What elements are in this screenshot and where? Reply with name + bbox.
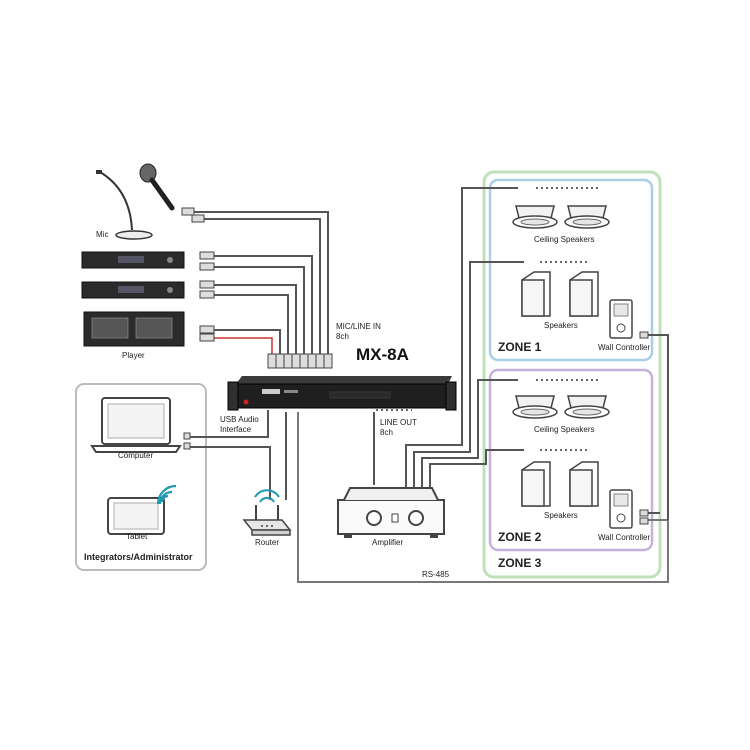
zone1-ceiling-speaker-1 xyxy=(512,205,558,229)
zone3-frame xyxy=(482,170,662,579)
zone1-wall-controller xyxy=(609,299,649,339)
zone1-ceiling-label: Ceiling Speakers xyxy=(534,235,595,244)
tablet-label: Tablet xyxy=(126,532,148,541)
signal-dots xyxy=(376,187,600,451)
cassette-player xyxy=(83,311,185,347)
cables xyxy=(184,187,669,583)
zone1-speaker-1 xyxy=(521,271,551,317)
player-label: Player xyxy=(122,351,145,360)
rs485-label: RS-485 xyxy=(422,570,450,579)
mixer-input-plugs xyxy=(267,353,333,369)
zone2-speaker-2 xyxy=(569,461,599,507)
router-wifi-icon xyxy=(254,489,280,503)
mx8a-mixer xyxy=(227,376,457,411)
zone2-speaker-1 xyxy=(521,461,551,507)
router-device xyxy=(242,505,292,536)
zone1-label: ZONE 1 xyxy=(498,340,542,354)
handheld-mic xyxy=(139,163,175,211)
zone2-wall-controller xyxy=(609,489,649,529)
amplifier-device xyxy=(337,487,445,538)
gooseneck-mic xyxy=(96,170,153,240)
zone2-speakers-label: Speakers xyxy=(544,511,578,520)
usb-audio-label-line2: Interface xyxy=(220,425,252,434)
router-label: Router xyxy=(255,538,280,547)
mic-line-in-label-line1: MIC/LINE IN xyxy=(336,322,381,331)
usb-audio-label: USB Audio Interface xyxy=(220,415,259,435)
player-rack-2 xyxy=(81,281,185,299)
zone2-frame xyxy=(488,368,654,552)
zone2-ceiling-label: Ceiling Speakers xyxy=(534,425,595,434)
zone1-controller-label: Wall Controller xyxy=(598,343,651,352)
amplifier-label: Amplifier xyxy=(372,538,404,547)
tablet-device xyxy=(107,497,165,535)
zone1-speakers-label: Speakers xyxy=(544,321,578,330)
line-out-label-line2: 8ch xyxy=(380,428,393,437)
zone1-speaker-2 xyxy=(569,271,599,317)
zone2-ceiling-speaker-1 xyxy=(512,395,558,419)
input-plugs xyxy=(181,207,215,342)
zone2-label: ZONE 2 xyxy=(498,530,542,544)
zone1-frame xyxy=(488,178,654,362)
zone2-controller-label: Wall Controller xyxy=(598,533,651,542)
line-out-label: LINE OUT 8ch xyxy=(380,418,417,438)
mic-line-in-label-line2: 8ch xyxy=(336,332,349,341)
line-out-label-line1: LINE OUT xyxy=(380,418,417,427)
zone2-ceiling-speaker-2 xyxy=(564,395,610,419)
integrators-label: Integrators/Administrator xyxy=(84,552,193,562)
diagram-title: MX-8A xyxy=(356,345,409,364)
computer-label: Computer xyxy=(118,451,154,460)
wifi-icon xyxy=(156,484,177,505)
usb-audio-label-line1: USB Audio xyxy=(220,415,259,424)
zone1-ceiling-speaker-2 xyxy=(564,205,610,229)
mic-line-in-label: MIC/LINE IN 8ch xyxy=(336,322,381,342)
player-rack-1 xyxy=(81,251,185,269)
mic-label: Mic xyxy=(96,230,109,239)
zone3-label: ZONE 3 xyxy=(498,556,542,570)
integrators-frame xyxy=(75,383,207,571)
computer-laptop xyxy=(90,397,191,453)
